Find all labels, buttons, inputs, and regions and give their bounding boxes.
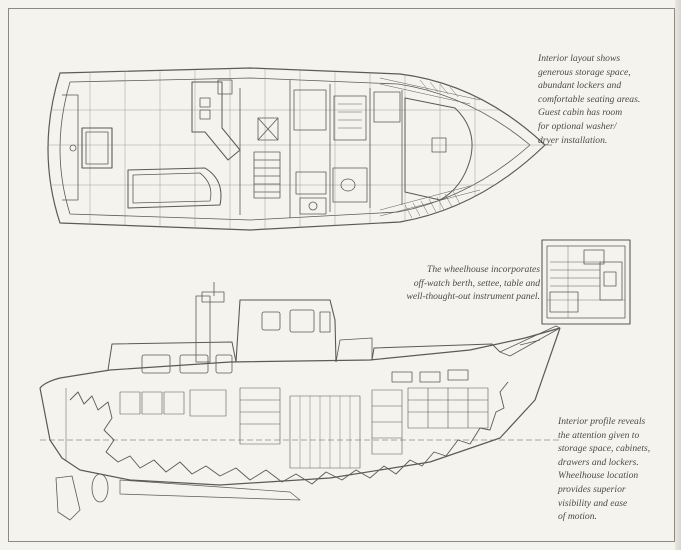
aft-cabin-windows <box>141 354 233 374</box>
cutaway-edge <box>69 381 509 485</box>
v-berth <box>404 97 473 201</box>
sheer-line <box>39 327 561 389</box>
rudder <box>55 475 81 521</box>
profile-drawing <box>39 282 561 521</box>
settee <box>127 167 222 209</box>
aft-cabin <box>107 341 237 371</box>
wheelhouse-plan-drawing <box>541 239 631 325</box>
deck-hatching <box>404 79 461 219</box>
caption-wheelhouse: The wheelhouse incorporates off-watch be… <box>406 264 540 303</box>
forward-portlights <box>391 369 469 383</box>
bulwark-line <box>59 77 531 221</box>
station-grid <box>48 68 545 230</box>
caption-interior-layout: Interior layout shows generous storage s… <box>538 53 641 146</box>
cabinetry <box>119 387 489 469</box>
wheelhouse <box>235 299 337 363</box>
hatch <box>81 127 113 169</box>
galley-counter <box>191 81 241 161</box>
page-edge <box>675 0 681 550</box>
deck-plan-drawing <box>47 67 552 231</box>
head-compartment <box>332 167 368 203</box>
stove <box>217 79 233 95</box>
bowsprit <box>499 325 561 357</box>
hull-outline <box>47 67 546 231</box>
hull-profile <box>39 327 561 486</box>
mast <box>195 295 211 363</box>
page-frame <box>8 8 675 542</box>
companion-stairs <box>253 151 281 199</box>
caption-interior-profile: Interior profile reveals the attention g… <box>558 416 651 523</box>
